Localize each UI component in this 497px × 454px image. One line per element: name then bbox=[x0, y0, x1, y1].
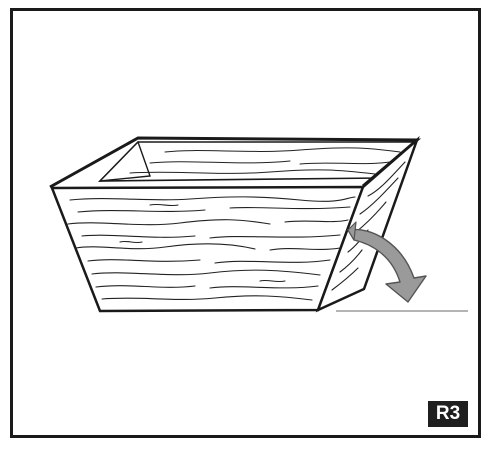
step-label-badge: R3 bbox=[428, 401, 468, 427]
